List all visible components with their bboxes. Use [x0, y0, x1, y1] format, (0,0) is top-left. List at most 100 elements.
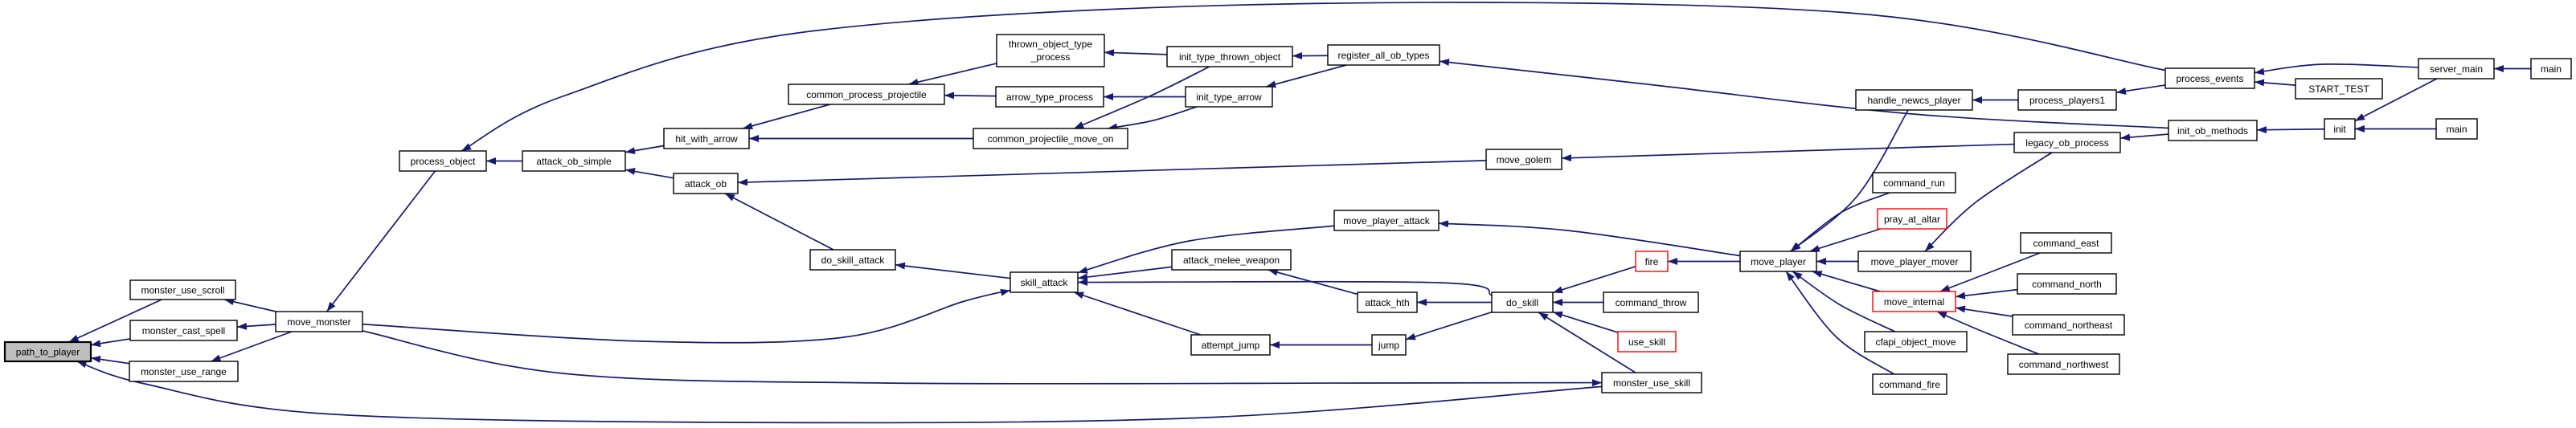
node-box-cfapi_object_move: [1864, 331, 1968, 353]
graph-node-monster_use_skill[interactable]: monster_use_skill: [1601, 372, 1702, 393]
edge-move_monster-to-monster_use_skill: [362, 330, 1603, 387]
graph-node-common_process_projectile[interactable]: common_process_projectile: [788, 84, 945, 105]
graph-node-process_object[interactable]: process_object: [399, 150, 487, 172]
edge-handle_newcs_player-to-move_player: [1790, 109, 1909, 252]
graph-node-monster_cast_spell[interactable]: monster_cast_spell: [129, 320, 238, 341]
graph-node-fire[interactable]: fire: [1635, 251, 1669, 272]
graph-node-register_all_ob_types[interactable]: register_all_ob_types: [1327, 44, 1440, 66]
graph-node-monster_use_scroll[interactable]: monster_use_scroll: [129, 279, 236, 300]
graph-node-server_main[interactable]: server_main: [2418, 58, 2495, 79]
graph-node-attack_melee_weapon[interactable]: attack_melee_weapon: [1171, 249, 1292, 271]
graph-node-move_player_mover[interactable]: move_player_mover: [1857, 251, 1972, 272]
edge-monster_use_skill-to-path_to_player: [76, 361, 1603, 424]
graph-node-command_northwest[interactable]: command_northwest: [2007, 353, 2120, 375]
edge-command_east-to-move_internal: [1939, 252, 2041, 292]
node-label-pray_at_altar: pray_at_altar: [1884, 214, 1940, 225]
node-box-use_skill: [1617, 331, 1677, 353]
graph-node-path_to_player[interactable]: path_to_player: [3, 340, 92, 363]
graph-node-attack_ob_simple[interactable]: attack_ob_simple: [522, 150, 626, 172]
graph-node-attempt_jump[interactable]: attempt_jump: [1190, 334, 1271, 356]
edge-monster_use_range-to-path_to_player: [90, 356, 130, 365]
node-label-server_main: server_main: [2430, 63, 2483, 75]
graph-node-handle_newcs_player[interactable]: handle_newcs_player: [1855, 89, 1973, 111]
node-label-move_player_mover: move_player_mover: [1871, 256, 1959, 267]
node-label-attempt_jump: attempt_jump: [1202, 340, 1260, 351]
graph-node-move_golem[interactable]: move_golem: [1485, 149, 1562, 170]
node-label-common_process_projectile: common_process_projectile: [806, 89, 927, 100]
graph-node-use_skill[interactable]: use_skill: [1617, 331, 1677, 353]
graph-node-init_type_thrown_object[interactable]: init_type_thrown_object: [1166, 46, 1293, 67]
node-label-init_ob_methods: init_ob_methods: [2177, 125, 2248, 137]
node-label-legacy_ob_process: legacy_ob_process: [2025, 137, 2108, 149]
node-label-attack_hth: attack_hth: [1365, 297, 1409, 308]
graph-node-command_northeast[interactable]: command_northeast: [2012, 314, 2125, 336]
graph-node-command_east[interactable]: command_east: [2020, 232, 2112, 254]
graph-node-do_skill_attack[interactable]: do_skill_attack: [809, 249, 896, 271]
node-box-main_2: [2435, 118, 2478, 140]
graph-node-START_TEST[interactable]: START_TEST: [2295, 78, 2383, 100]
graph-node-cfapi_object_move[interactable]: cfapi_object_move: [1864, 331, 1968, 353]
graph-node-attack_hth[interactable]: attack_hth: [1357, 291, 1418, 313]
graph-node-command_north[interactable]: command_north: [2017, 273, 2117, 295]
node-label-START_TEST: START_TEST: [2308, 84, 2369, 95]
graph-node-thrown_object_type_process[interactable]: thrown_object_type_process: [996, 34, 1105, 67]
node-box-jump: [1371, 334, 1407, 356]
edge-do_skill-to-skill_attack: [1077, 279, 1493, 296]
node-box-process_object: [399, 150, 487, 172]
node-box-common_process_projectile: [788, 84, 945, 105]
node-box-attack_ob_simple: [522, 150, 626, 172]
graph-node-command_throw[interactable]: command_throw: [1603, 291, 1699, 313]
graph-node-move_player_attack[interactable]: move_player_attack: [1333, 210, 1440, 231]
edge-move_monster-to-skill_attack: [362, 288, 1011, 344]
edge-monster_use_skill-to-do_skill: [1538, 312, 1636, 373]
graph-node-process_players1[interactable]: process_players1: [2017, 89, 2117, 111]
edge-command_northeast-to-move_internal: [1955, 305, 2013, 317]
graph-node-monster_use_range[interactable]: monster_use_range: [129, 361, 239, 382]
graph-node-common_projectile_move_on[interactable]: common_projectile_move_on: [973, 128, 1128, 149]
graph-node-init_type_arrow[interactable]: init_type_arrow: [1185, 86, 1273, 108]
graph-node-move_internal[interactable]: move_internal: [1872, 291, 1956, 312]
graph-node-process_events[interactable]: process_events: [2164, 67, 2255, 89]
edge-attack_melee_weapon-to-skill_attack: [1077, 266, 1173, 281]
graph-node-jump[interactable]: jump: [1371, 334, 1407, 356]
node-label-jump: jump: [1378, 340, 1399, 351]
edge-process_events-to-process_object: [461, 2, 2166, 152]
graph-node-arrow_type_process[interactable]: arrow_type_process: [995, 86, 1104, 108]
edge-layer: [68, 2, 2531, 424]
graph-node-skill_attack[interactable]: skill_attack: [1010, 271, 1079, 293]
graph-node-main_2[interactable]: main: [2435, 118, 2478, 140]
node-box-process_players1: [2017, 89, 2117, 111]
graph-node-attack_ob[interactable]: attack_ob: [673, 173, 739, 194]
graph-node-pray_at_altar[interactable]: pray_at_altar: [1877, 208, 1947, 230]
graph-node-command_run[interactable]: command_run: [1872, 172, 1956, 194]
graph-node-main_1[interactable]: main: [2530, 58, 2572, 79]
graph-node-legacy_ob_process[interactable]: legacy_ob_process: [2013, 132, 2121, 153]
graph-node-do_skill[interactable]: do_skill: [1491, 291, 1554, 313]
edge-process_events-to-process_players1: [2115, 84, 2166, 95]
node-label-move_monster: move_monster: [287, 316, 350, 328]
node-label-command_fire: command_fire: [1879, 379, 1940, 390]
edge-move_monster-to-monster_use_range: [211, 331, 293, 362]
node-box-init_ob_methods: [2168, 120, 2258, 141]
graph-node-init[interactable]: init: [2324, 118, 2356, 140]
node-label-move_player_attack: move_player_attack: [1343, 215, 1430, 226]
node-box-handle_newcs_player: [1855, 89, 1973, 111]
edge-cfapi_object_move-to-move_player: [1792, 271, 1896, 332]
graph-node-move_player[interactable]: move_player: [1739, 251, 1817, 272]
graph-node-init_ob_methods[interactable]: init_ob_methods: [2168, 120, 2258, 141]
node-box-process_events: [2164, 67, 2255, 89]
graph-node-command_fire[interactable]: command_fire: [1872, 373, 1947, 395]
node-box-init_type_arrow: [1185, 86, 1273, 108]
edge-init_type_thrown_object-to-common_projectile_move_on: [1073, 66, 1210, 129]
node-box-attack_hth: [1357, 291, 1418, 313]
graph-node-move_monster[interactable]: move_monster: [275, 311, 363, 332]
node-label-init_type_arrow: init_type_arrow: [1196, 92, 1262, 103]
node-box-monster_cast_spell: [129, 320, 238, 341]
node-box-move_golem: [1485, 149, 1562, 170]
node-label-command_northwest: command_northwest: [2019, 359, 2109, 370]
edge-START_TEST-to-process_events: [2254, 79, 2296, 87]
edge-init-to-init_ob_methods: [2256, 126, 2325, 134]
node-label-register_all_ob_types: register_all_ob_types: [1337, 50, 1429, 61]
graph-node-hit_with_arrow[interactable]: hit_with_arrow: [663, 128, 750, 149]
